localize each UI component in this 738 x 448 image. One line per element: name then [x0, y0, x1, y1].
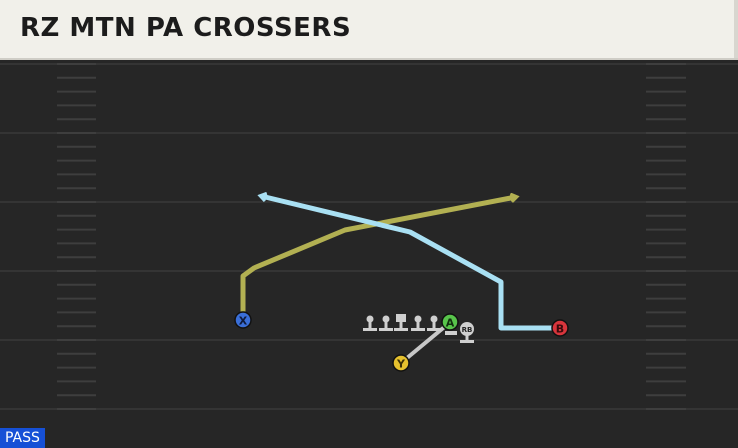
yard-lines — [0, 63, 738, 410]
player-y-label: Y — [396, 358, 406, 371]
play-type-badge: PASS — [0, 428, 45, 448]
player-x: X — [234, 311, 252, 329]
route-x — [240, 197, 516, 320]
play-title: RZ MTN PA CROSSERS — [20, 13, 352, 43]
lineman-icon — [427, 315, 441, 331]
player-y: Y — [392, 354, 410, 372]
player-b: B — [551, 319, 569, 337]
running-back: RB — [460, 322, 474, 343]
qb-icon — [445, 331, 457, 335]
player-b-label: B — [556, 323, 564, 336]
offensive-line — [363, 314, 457, 335]
hash-marks-left — [57, 63, 96, 410]
hash-marks-right — [646, 63, 686, 410]
player-a-label: A — [446, 317, 455, 330]
center-icon — [394, 314, 408, 331]
rb-label: RB — [462, 326, 473, 334]
player-x-label: X — [239, 315, 248, 328]
lineman-icon — [363, 315, 377, 331]
player-a: A — [441, 313, 459, 331]
lineman-icon — [379, 315, 393, 331]
title-bar: RZ MTN PA CROSSERS — [0, 0, 738, 58]
lineman-icon — [411, 315, 425, 331]
route-b — [261, 196, 559, 331]
